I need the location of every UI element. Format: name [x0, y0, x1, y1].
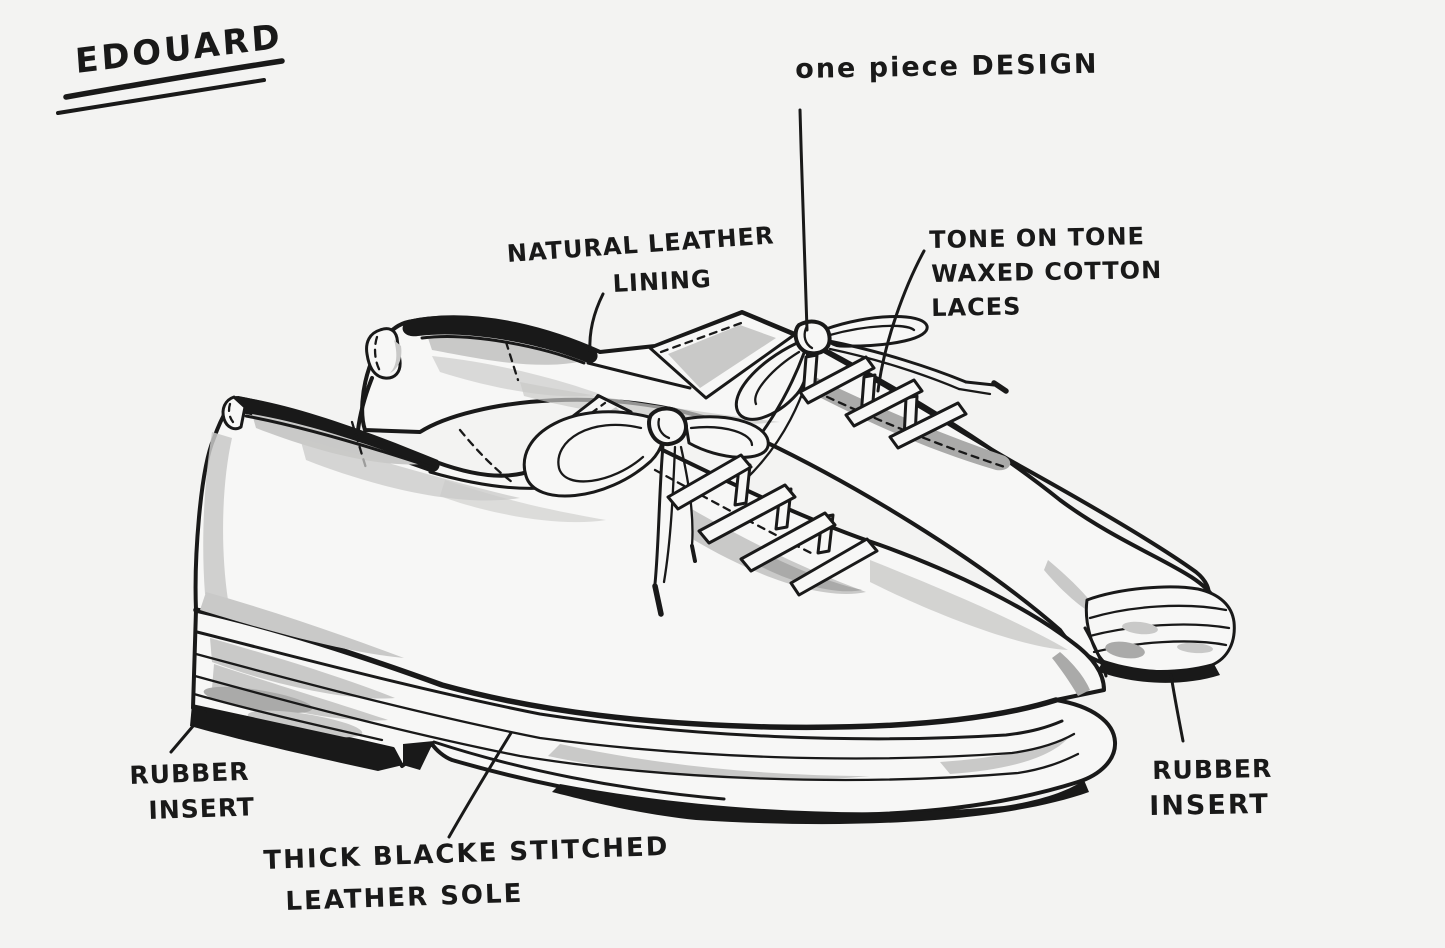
front-shoe-laces [666, 453, 879, 597]
front-vamp-seam [458, 428, 514, 484]
back-quarter-edge [586, 361, 692, 390]
back-toe-sole [1084, 585, 1236, 683]
annotation-natural-leather-line2: LINING [612, 264, 713, 298]
shoe-junction-line [1083, 626, 1108, 678]
back-heel-tab [365, 327, 402, 380]
front-vamp-shadow [690, 508, 866, 594]
annotation-rubber-insert-left-line2: INSERT [148, 792, 256, 825]
shoe-junction-shadow [1052, 652, 1090, 696]
front-sole [190, 592, 1117, 825]
back-shoe-topline [792, 333, 1211, 602]
back-sole-black-bottom [1097, 660, 1220, 683]
annotation-laces-line3: LACES [931, 292, 1022, 322]
back-quarter-shadow [520, 382, 780, 425]
back-collar-shadow [432, 356, 600, 397]
front-topline-shadow2 [440, 480, 606, 523]
front-bow-knot [647, 406, 688, 447]
back-shoe [356, 310, 1236, 683]
annotation-rubber-insert-right-line2: INSERT [1149, 788, 1271, 822]
leader-rubber-insert-right [1169, 673, 1185, 743]
leader-leather-sole [447, 731, 513, 839]
annotation-rubber-insert-left-line1: RUBBER [129, 756, 250, 790]
front-heel-shadow [203, 432, 232, 600]
front-bow-left-loop [522, 410, 665, 498]
back-quarter-seam [504, 340, 520, 382]
front-shoe [190, 394, 1117, 825]
back-shoe-bow [716, 315, 1009, 496]
annotation-one-piece-design: one piece DESIGN [795, 48, 1099, 85]
back-bow-knot [793, 319, 832, 356]
back-heel-collar [402, 315, 598, 364]
leader-natural-leather-lining [588, 292, 605, 353]
leader-lines [169, 108, 1185, 839]
front-collar-inner-line [244, 414, 436, 470]
back-collar-inner-line [420, 335, 586, 365]
front-sole-black-bottom [552, 780, 1089, 825]
front-heel-rubber-insert [190, 704, 403, 771]
back-shoe-heel-edge [356, 376, 374, 432]
title-underline [56, 58, 285, 115]
front-toe-shadow [870, 560, 1068, 650]
front-heel-tab [221, 395, 247, 431]
annotation-laces-line1: TONE ON TONE [929, 222, 1146, 254]
annotation-laces-line2: WAXED COTTON [931, 255, 1163, 288]
front-lace-aglet [652, 583, 664, 617]
annotation-rubber-insert-right-line1: RUBBER [1152, 753, 1273, 785]
back-lace-end [827, 339, 968, 384]
leader-laces [876, 249, 926, 393]
front-lace-strand [653, 443, 665, 586]
back-lace-end-aglet [991, 380, 1009, 394]
front-vamp-shadow-dark [756, 552, 862, 592]
front-topline-shadow [300, 438, 520, 501]
back-heel-collar-lining [428, 336, 578, 365]
leader-rubber-insert-left [169, 710, 207, 754]
leader-one-piece-design [798, 108, 809, 332]
back-shoe-laces [798, 353, 968, 450]
